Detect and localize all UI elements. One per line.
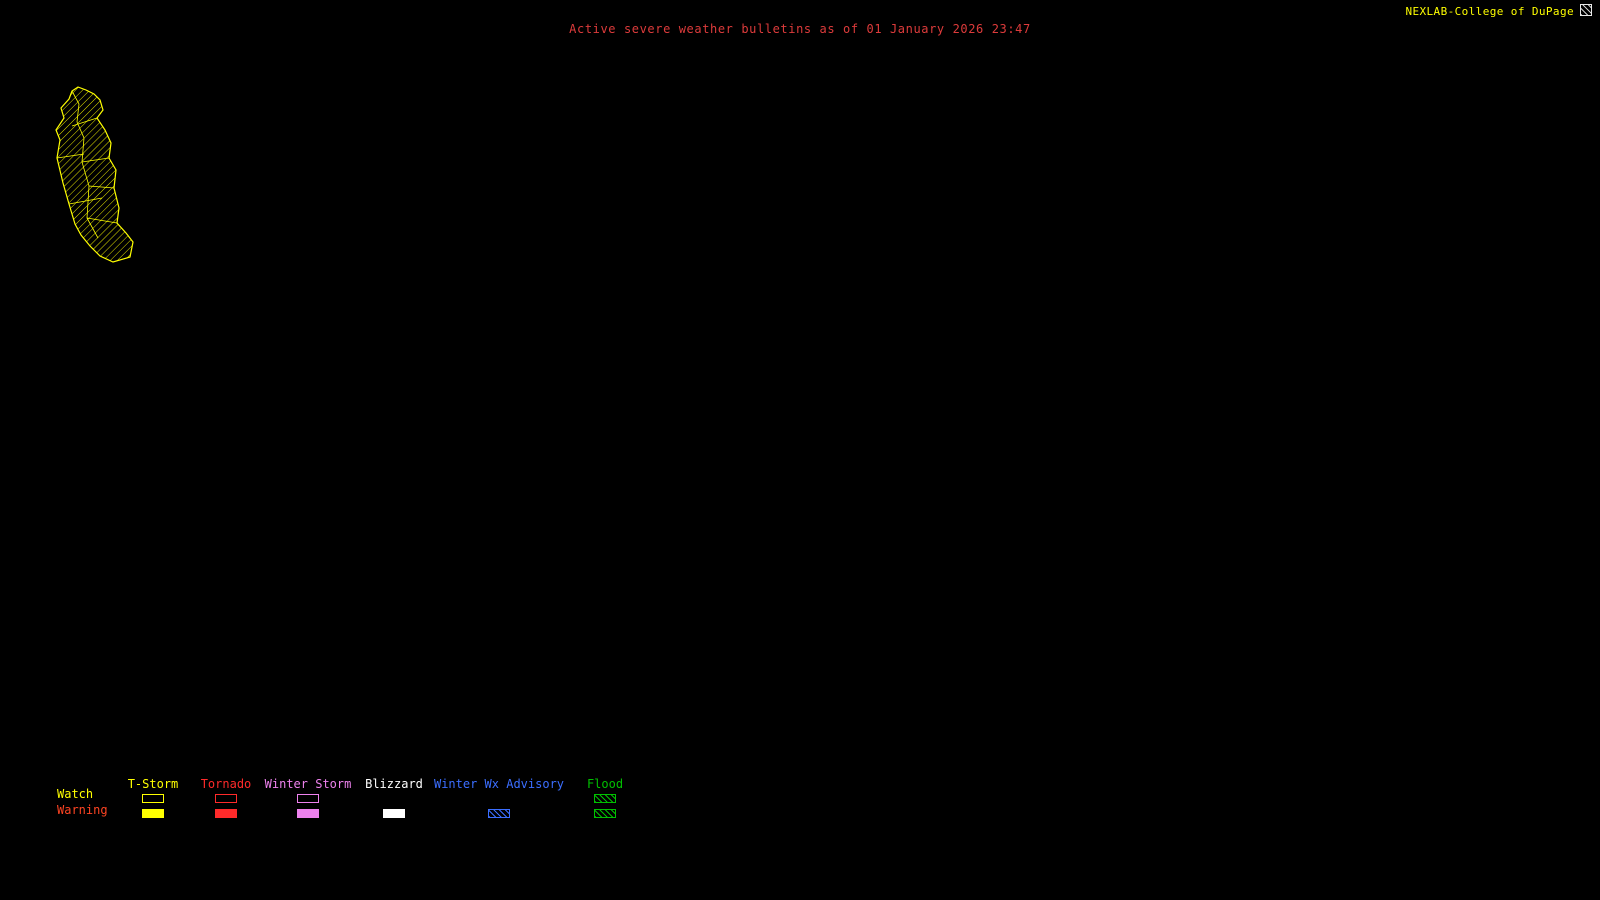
legend-label-winter-storm: Winter Storm xyxy=(264,777,352,791)
bulletin-title: Active severe weather bulletins as of 01… xyxy=(569,22,1031,36)
legend-label-winter-wx-advisory: Winter Wx Advisory xyxy=(433,777,565,791)
legend-label-tornado: Tornado xyxy=(200,777,252,791)
legend-row-watch: Watch xyxy=(57,787,94,801)
watch-polygon xyxy=(55,86,134,263)
legend-col-tstorm: T-Storm xyxy=(122,777,184,821)
winter-storm-warning-swatch xyxy=(297,809,319,818)
blizzard-warning-swatch xyxy=(383,809,405,818)
tornado-warning-swatch xyxy=(215,809,237,818)
tornado-watch-swatch xyxy=(215,794,237,803)
flood-warning-swatch xyxy=(594,809,616,818)
winter-wx-advisory-swatch xyxy=(488,809,510,818)
flood-watch-swatch xyxy=(594,794,616,803)
legend-label-tstorm: T-Storm xyxy=(127,777,179,791)
legend-col-winter-storm: Winter Storm xyxy=(262,777,354,821)
tstorm-watch-region xyxy=(55,86,134,263)
legend-label-blizzard: Blizzard xyxy=(365,777,423,791)
legend-col-tornado: Tornado xyxy=(195,777,257,821)
nexlab-branding: NEXLAB-College of DuPage xyxy=(1405,5,1574,18)
legend-row-warning: Warning xyxy=(57,803,108,817)
legend-label-flood: Flood xyxy=(586,777,624,791)
tstorm-watch-swatch xyxy=(142,794,164,803)
legend-col-winter-wx-advisory: Winter Wx Advisory xyxy=(432,777,566,821)
legend-col-blizzard: Blizzard xyxy=(362,777,426,821)
winter-storm-watch-swatch xyxy=(297,794,319,803)
tstorm-warning-swatch xyxy=(142,809,164,818)
cod-logo-icon xyxy=(1580,4,1592,16)
legend-col-flood: Flood xyxy=(582,777,628,821)
county-border-lines xyxy=(56,90,118,239)
